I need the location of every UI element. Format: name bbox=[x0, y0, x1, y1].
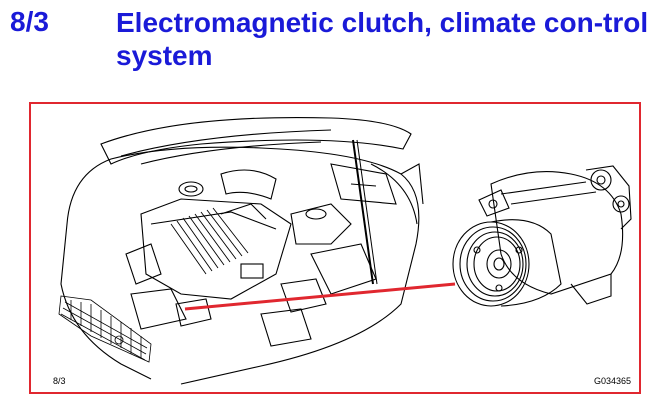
figure-page-ref: 8/3 bbox=[53, 376, 66, 386]
page-title: Electromagnetic clutch, climate con-trol… bbox=[116, 7, 649, 71]
pointer-line bbox=[184, 282, 456, 311]
engine-drawing bbox=[125, 169, 292, 330]
engine-bay-components-drawing bbox=[260, 163, 397, 347]
hood-drawing bbox=[100, 116, 412, 165]
car-body-drawing bbox=[60, 146, 424, 385]
ac-compressor-drawing bbox=[452, 165, 632, 307]
section-number: 8/3 bbox=[10, 6, 49, 37]
figure-code: G034365 bbox=[593, 376, 631, 386]
grille-drawing bbox=[58, 295, 152, 363]
engine-bay-illustration bbox=[58, 116, 632, 385]
figure-frame: 8/3 G034365 bbox=[29, 102, 641, 394]
